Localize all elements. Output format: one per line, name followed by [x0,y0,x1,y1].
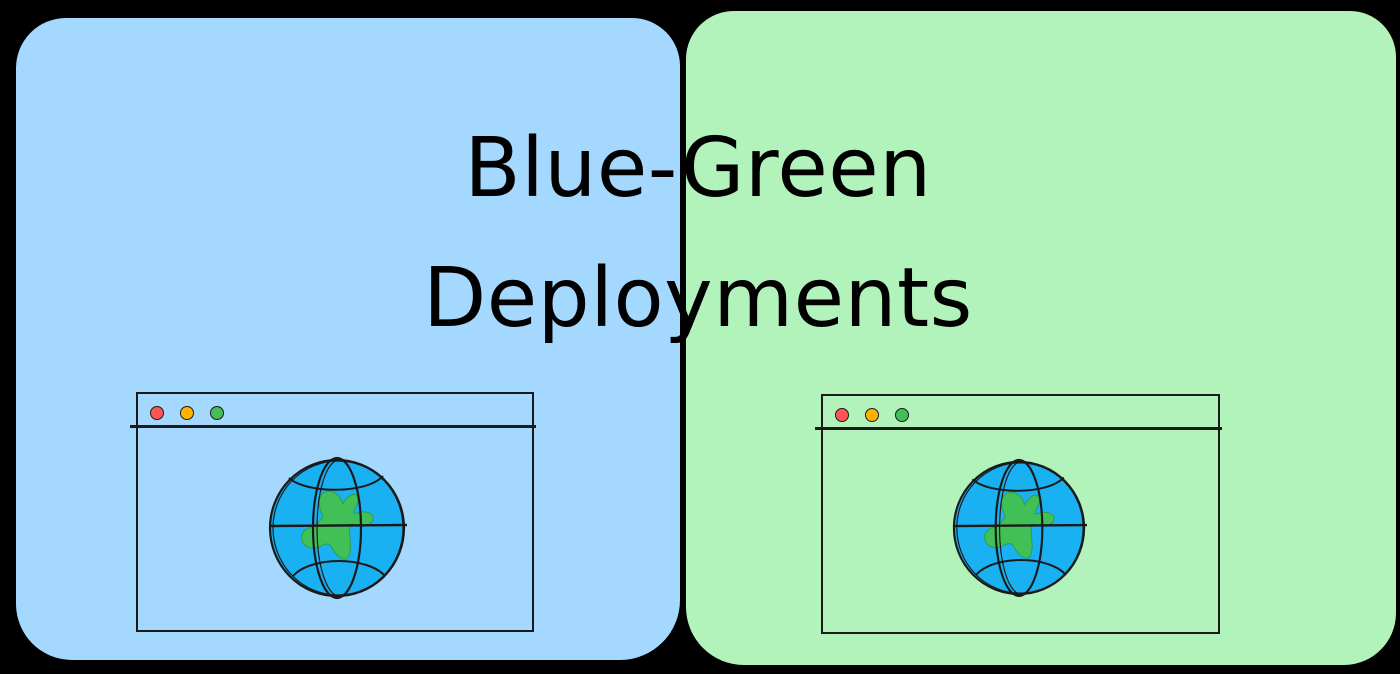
window-controls [835,408,909,422]
blue-browser-window [130,392,536,632]
minimize-dot-icon [865,408,879,422]
globe-icon [267,452,408,602]
green-browser-window [815,394,1222,634]
browser-title-bar-divider [130,425,536,428]
maximize-dot-icon [210,406,224,420]
window-controls [150,406,224,420]
maximize-dot-icon [895,408,909,422]
browser-title-bar-divider [815,427,1222,430]
globe-icon [951,454,1087,600]
title-line-2: Deployments [423,251,973,346]
green-environment-panel [686,11,1396,665]
close-dot-icon [835,408,849,422]
title-line-1: Blue-Green [464,121,932,216]
minimize-dot-icon [180,406,194,420]
diagram-title: Blue-Green Deployments [0,104,1400,364]
close-dot-icon [150,406,164,420]
blue-environment-panel [16,18,680,660]
